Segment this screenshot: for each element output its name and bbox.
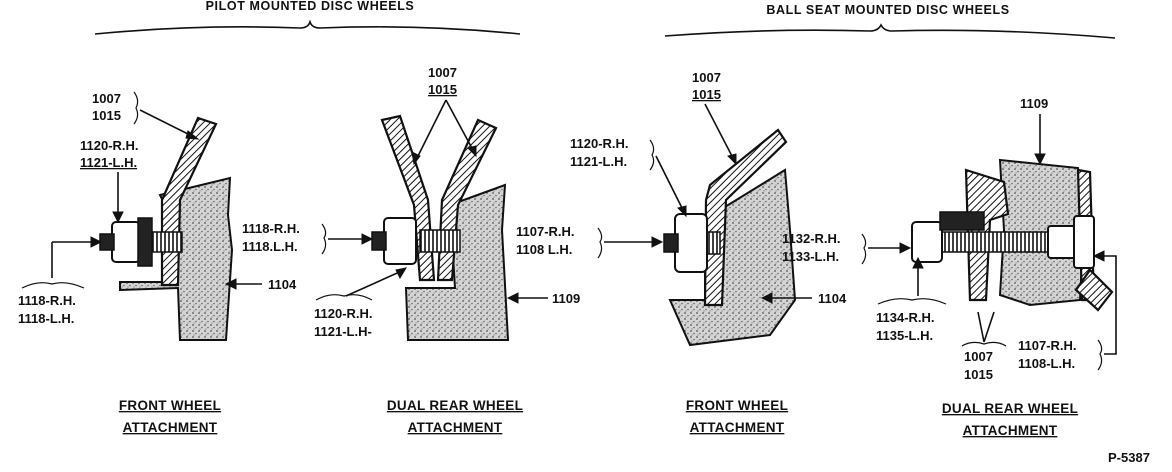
label-1007-3: 1007 xyxy=(692,70,721,85)
label-1118-rh-2: 1118-R.H. xyxy=(242,221,300,236)
arrowhead-1120-3 xyxy=(677,205,687,218)
label-1132-4: 1132-R.H. xyxy=(782,231,841,246)
label-1015-4: 1015 xyxy=(964,367,993,382)
rear-washer-shape-4 xyxy=(1073,215,1095,269)
panel-ball-seat-dual-rear: 1109 1132-R.H. 1133-L.H. 1134-R.H. 1135-… xyxy=(782,96,1117,438)
label-1108-3: 1108 L.H. xyxy=(516,242,572,257)
pilot-header-brace xyxy=(94,19,521,35)
nut-shape xyxy=(111,221,141,263)
label-1104-3: 1104 xyxy=(818,291,847,306)
label-1134-4: 1134-R.H. xyxy=(876,310,935,325)
brace-1107-3 xyxy=(597,227,603,259)
arrowhead-1007-right xyxy=(467,145,477,158)
stud-shape xyxy=(151,231,183,253)
brace-1132-4 xyxy=(861,233,867,265)
leader-1007-left xyxy=(415,99,447,161)
leader-1007-right xyxy=(445,99,475,153)
arrowhead-1109-4 xyxy=(1034,153,1046,166)
leader-1120-2 xyxy=(345,269,405,297)
label-1109-2: 1109 xyxy=(552,291,580,306)
caption-attachment-3: ATTACHMENT xyxy=(690,420,785,435)
outer-nut-shape-4 xyxy=(911,221,943,263)
brace-1118-2 xyxy=(321,223,327,255)
leader-1007 xyxy=(139,109,197,139)
caption-front-wheel-1: FRONT WHEEL xyxy=(119,398,221,413)
pilot-header-text: PILOT MOUNTED DISC WHEELS xyxy=(206,0,415,13)
label-1118-lh-2: 1118.L.H. xyxy=(242,239,298,254)
label-1135-4: 1135-L.H. xyxy=(876,328,933,343)
washer-shape xyxy=(137,217,153,267)
brace-1007-4 xyxy=(961,341,1007,347)
arrowhead-1104 xyxy=(224,278,237,290)
label-1015: 1015 xyxy=(92,108,121,123)
wheel-rim-shape-4 xyxy=(1074,268,1114,312)
label-1007: 1007 xyxy=(92,91,121,106)
caption-attachment-2: ATTACHMENT xyxy=(408,420,503,435)
label-1121-2: 1121-L.H- xyxy=(314,324,372,339)
arrowhead-1109-2 xyxy=(506,292,519,304)
label-1118-lh: 1118-L.H. xyxy=(18,311,74,326)
ball-seat-header-brace xyxy=(664,23,1116,39)
label-1107-4: 1107-R.H. xyxy=(1018,338,1077,353)
pilot-header: PILOT MOUNTED DISC WHEELS xyxy=(94,0,521,35)
label-1104: 1104 xyxy=(268,277,297,292)
stud-shape-2 xyxy=(419,229,461,253)
leader-1007-4-left xyxy=(977,311,985,343)
arrowhead-1118-2 xyxy=(361,233,374,245)
label-1015-3: 1015 xyxy=(692,87,721,102)
brace-1120-3 xyxy=(649,139,655,171)
label-1108-4: 1108-L.H. xyxy=(1018,356,1075,371)
leader-1007-4-right xyxy=(983,311,995,343)
brace-1107-4 xyxy=(1097,339,1103,371)
label-1109-4: 1109 xyxy=(1020,96,1048,111)
caption-dual-rear-4: DUAL REAR WHEEL xyxy=(942,401,1078,416)
caption-dual-rear-2: DUAL REAR WHEEL xyxy=(387,398,523,413)
stud-shape-4 xyxy=(939,231,1051,253)
arrowhead-1118 xyxy=(90,236,103,248)
arrowhead-1132-4 xyxy=(899,242,912,254)
arrowhead-1120-2 xyxy=(395,267,408,280)
inner-nut-top-shape xyxy=(939,211,985,231)
leader-1120-3 xyxy=(655,155,685,213)
ball-seat-header: BALL SEAT MOUNTED DISC WHEELS xyxy=(664,3,1116,39)
brace-1118 xyxy=(21,282,85,289)
leader-1107-4 xyxy=(1098,255,1117,355)
arrowhead-1104-3 xyxy=(760,292,773,304)
label-1120-3: 1120-R.H. xyxy=(570,136,629,151)
panel-pilot-front: 1007 1015 1120-R.H. 1121-L.H. 1104 1118-… xyxy=(18,91,297,435)
nut-shape-3 xyxy=(674,213,708,273)
ball-seat-header-text: BALL SEAT MOUNTED DISC WHEELS xyxy=(766,3,1009,17)
caption-attachment-4: ATTACHMENT xyxy=(963,423,1058,438)
figure-id: P-5387 xyxy=(1108,450,1150,465)
arrowhead-1107-3 xyxy=(651,236,664,248)
arrowhead-1007-left xyxy=(411,151,421,166)
leader-1007-3 xyxy=(704,103,735,161)
brace-1007 xyxy=(133,91,139,125)
stud-end-shape-3 xyxy=(663,233,679,253)
brace-1120-2 xyxy=(315,294,373,301)
label-1121-3: 1121-L.H. xyxy=(570,154,627,169)
label-1133-4: 1133-L.H. xyxy=(782,249,839,264)
arrowhead-1107-4 xyxy=(1092,250,1105,262)
arrowhead-1120 xyxy=(112,211,124,224)
label-1120: 1120-R.H. xyxy=(80,138,139,153)
caption-attachment-1: ATTACHMENT xyxy=(123,420,218,435)
arrowhead-1007-3 xyxy=(727,153,737,166)
nut-shape-2 xyxy=(383,217,417,265)
label-1107-3: 1107-R.H. xyxy=(516,224,575,239)
arrowhead-1007 xyxy=(185,130,200,140)
label-1015: 1015 xyxy=(428,82,457,97)
label-1007-4: 1007 xyxy=(964,349,993,364)
label-1007: 1007 xyxy=(428,65,457,80)
caption-front-wheel-3: FRONT WHEEL xyxy=(686,398,788,413)
label-1121: 1121-L.H. xyxy=(80,155,137,170)
arrowhead-1134-4 xyxy=(912,256,924,269)
brace-1134-4 xyxy=(877,298,947,305)
stud-end-shape-2 xyxy=(371,231,387,251)
label-1120-2: 1120-R.H. xyxy=(314,306,373,321)
label-1118-rh: 1118-R.H. xyxy=(18,293,76,308)
panel-ball-seat-front: 1007 1015 1120-R.H. 1121-L.H. 1107-R.H. … xyxy=(516,70,847,435)
panel-pilot-dual-rear: 1007 1015 1118-R.H. 1118.L.H. 1120-R.H. … xyxy=(242,65,580,435)
